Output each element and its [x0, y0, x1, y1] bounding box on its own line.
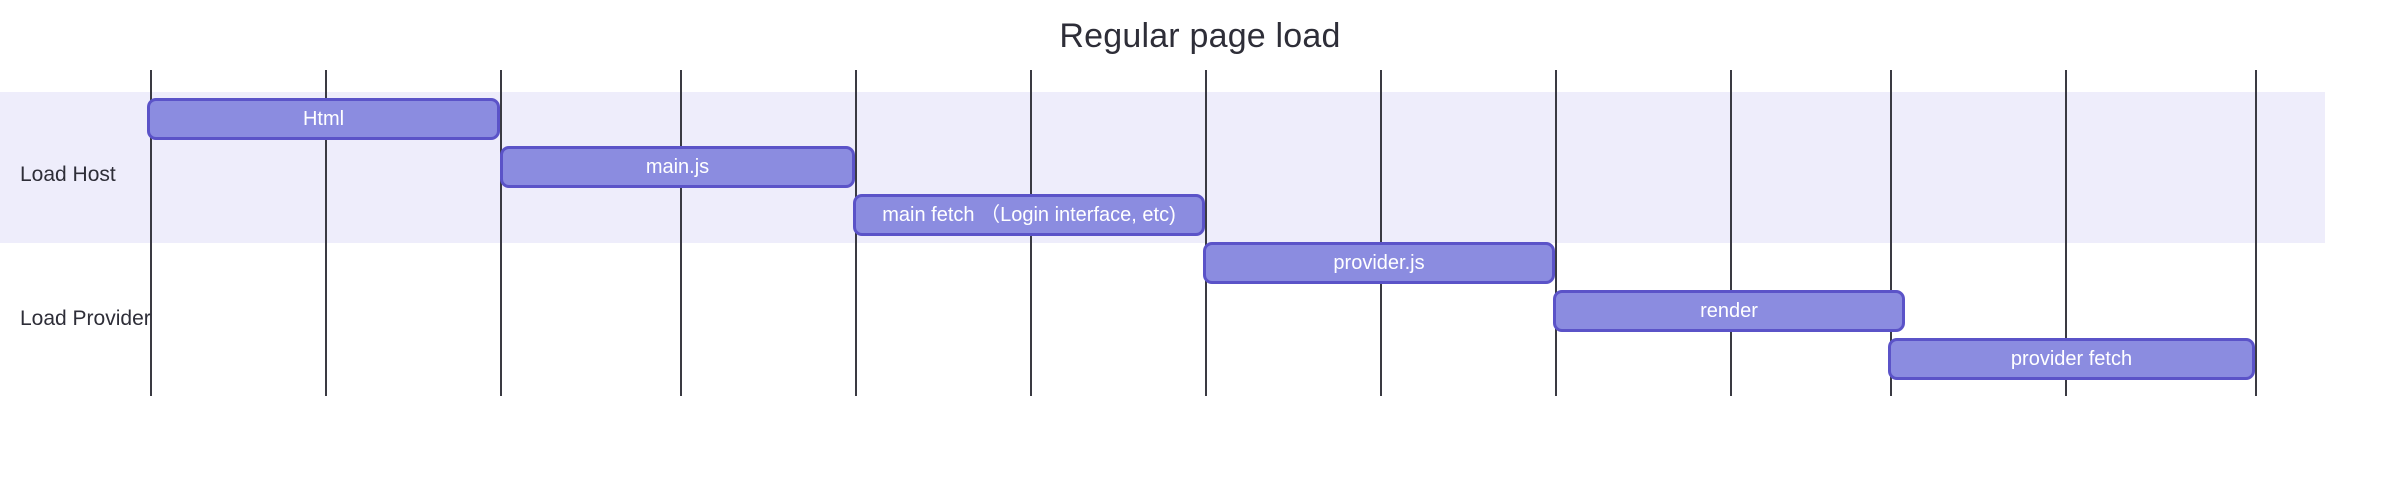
gridline: [1205, 70, 1207, 396]
task-bar[interactable]: provider fetch: [1888, 338, 2255, 380]
gridline: [1730, 70, 1732, 396]
task-bar-label: render: [1700, 300, 1758, 322]
gridline: [500, 70, 502, 396]
gridline: [150, 70, 152, 396]
gridline: [325, 70, 327, 396]
gridline: [2255, 70, 2257, 396]
task-bar-label: main fetch （Login interface, etc): [882, 204, 1176, 226]
task-bar-label: main.js: [645, 156, 710, 178]
row-label-load-provider: Load Provider: [20, 307, 151, 330]
gridline: [1555, 70, 1557, 396]
task-bar[interactable]: main.js: [500, 146, 855, 188]
task-bar[interactable]: Html: [147, 98, 500, 140]
task-bar-label: Html: [302, 108, 345, 130]
task-bar[interactable]: provider.js: [1203, 242, 1555, 284]
row-label-load-host: Load Host: [20, 163, 116, 186]
task-bar[interactable]: main fetch （Login interface, etc): [853, 194, 1205, 236]
task-bar[interactable]: render: [1553, 290, 1905, 332]
gridline: [680, 70, 682, 396]
task-bar-label: provider.js: [1333, 252, 1425, 274]
gridline: [2065, 70, 2067, 396]
gridline: [1890, 70, 1892, 396]
page-title: Regular page load: [1059, 17, 1341, 55]
gridline: [1380, 70, 1382, 396]
task-bar-label: provider fetch: [2010, 348, 2133, 370]
